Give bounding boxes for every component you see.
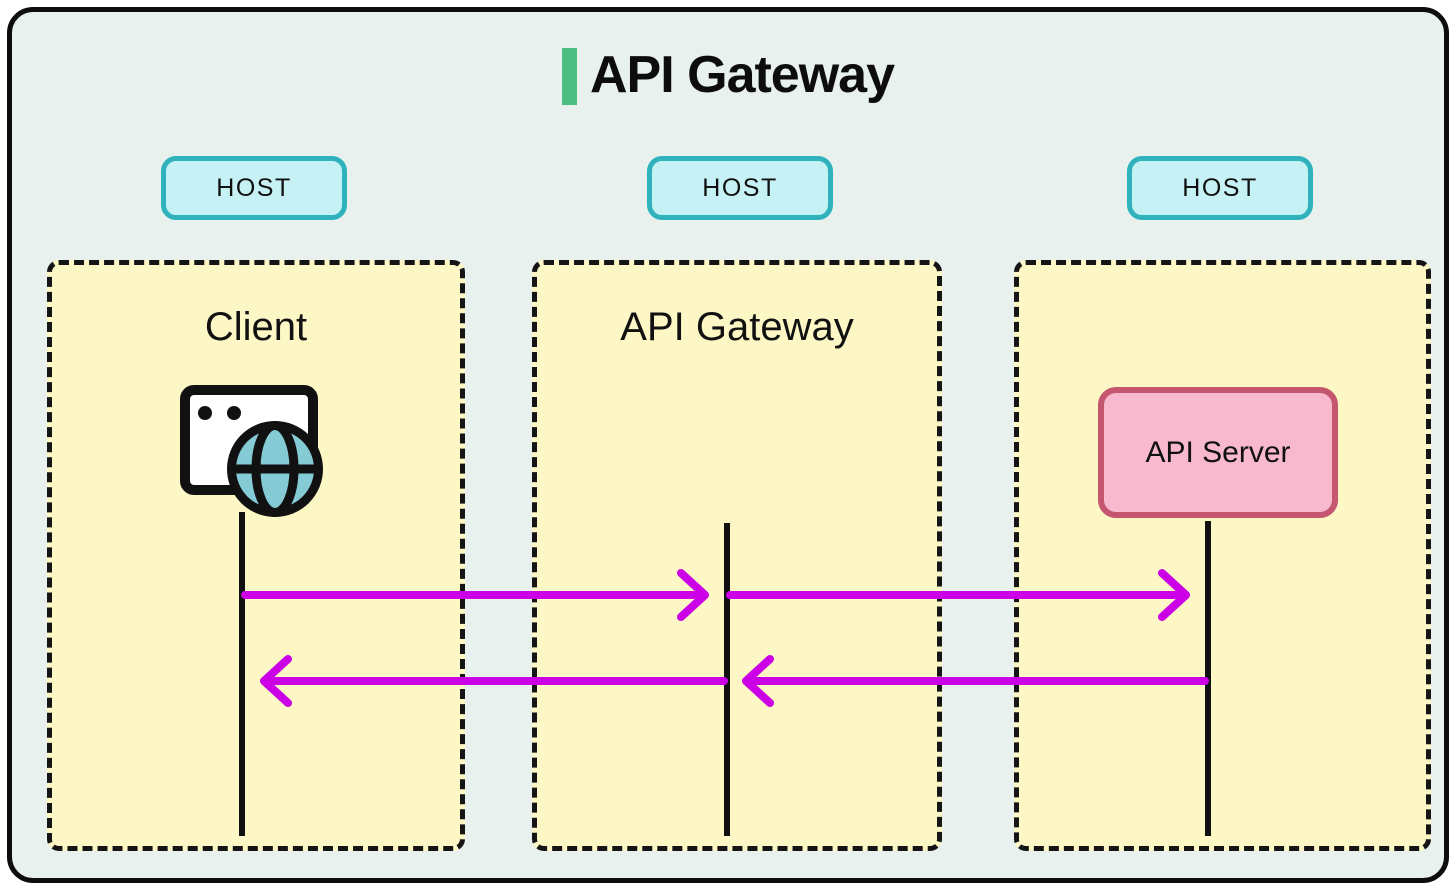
globe-shape [227,421,323,517]
gateway-box-label: API Gateway [620,305,854,349]
host-badge-label: HOST [216,173,292,202]
api-server-label: API Server [1145,435,1291,469]
browser-globe-icon [180,385,323,517]
diagram-frame: API Gateway HOST HOST HOST Client API Ga… [7,7,1449,883]
diagram-title-row: API Gateway [12,48,1444,105]
diagram-title: API Gateway [589,45,895,104]
client-box: Client [47,260,465,851]
host-badge-client: HOST [161,156,347,220]
api-server-box: API Server [1098,387,1338,518]
client-box-label: Client [204,305,308,349]
gateway-box: API Gateway [532,260,942,851]
host-badge-label: HOST [1182,173,1258,202]
host-badge-gateway: HOST [647,156,833,220]
host-badge-server: HOST [1127,156,1313,220]
server-host-box [1014,260,1431,851]
browser-dot-2 [227,406,241,420]
host-badge-label: HOST [702,173,778,202]
browser-dot-1 [198,406,212,420]
title-accent-bar [561,48,577,105]
